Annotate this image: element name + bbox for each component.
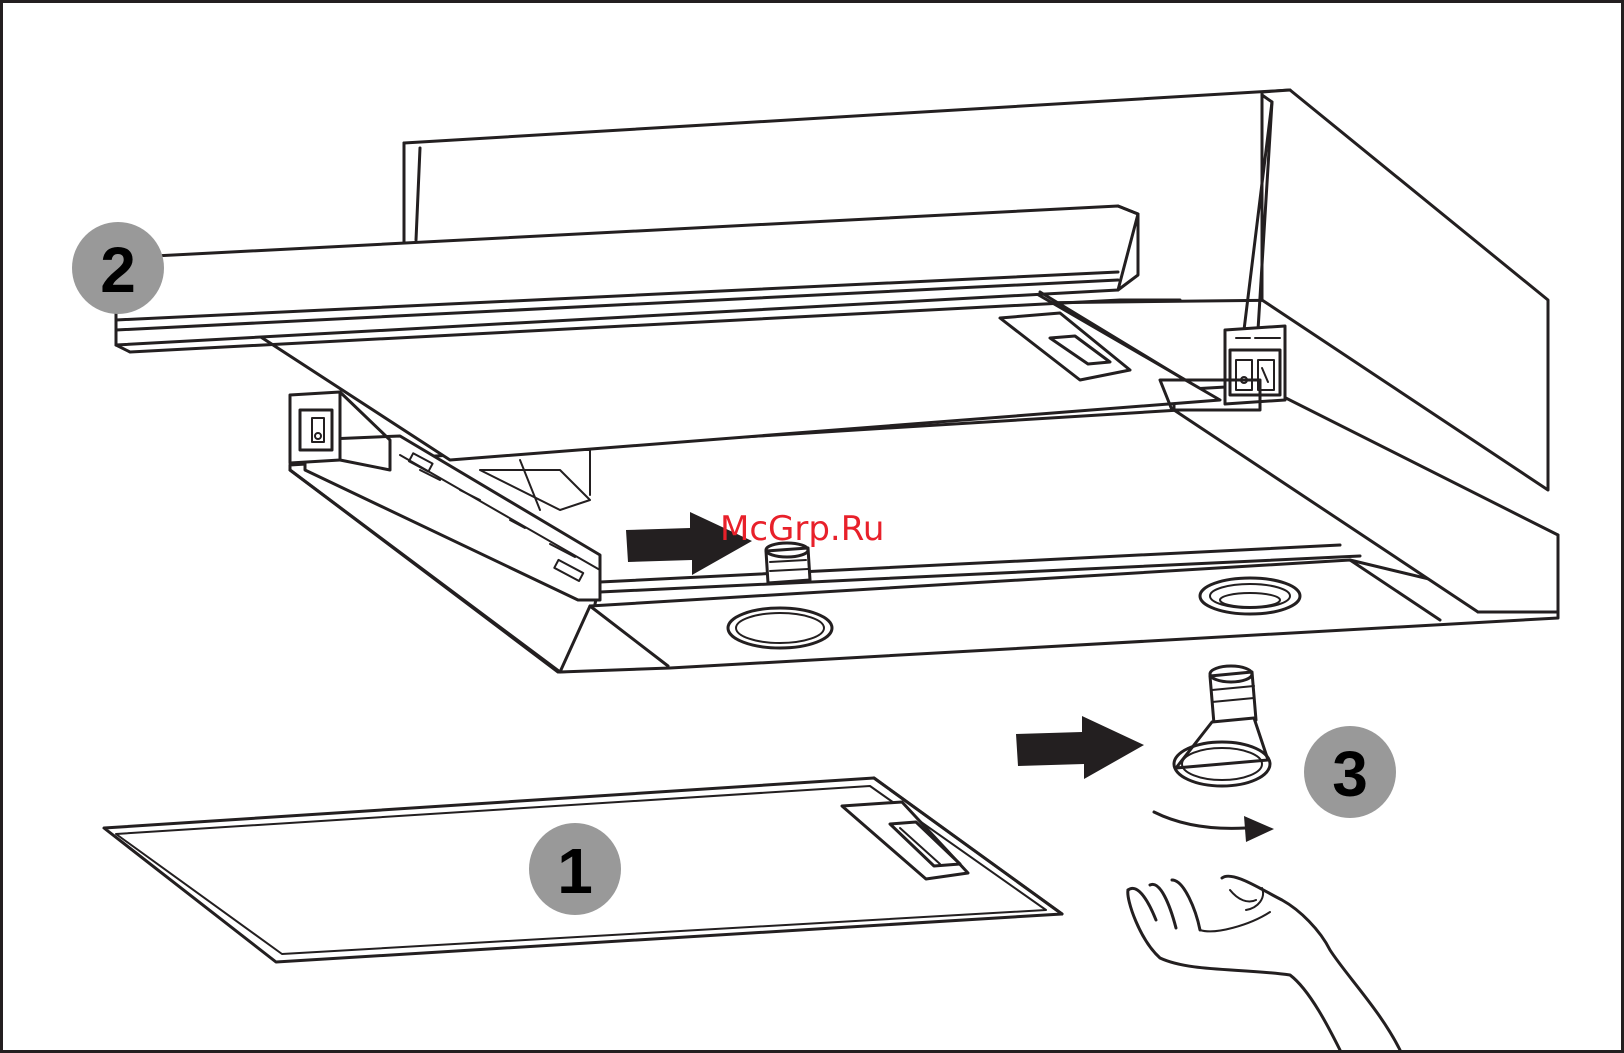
hand-icon [1128, 876, 1400, 1050]
watermark-text: McGrp.Ru [720, 509, 884, 549]
step-number-3: 3 [1332, 738, 1368, 810]
range-hood [116, 90, 1558, 672]
rotate-arrow-icon [1154, 812, 1274, 842]
step-badge-2: 2 [72, 222, 164, 314]
push-arrow-lower [1016, 716, 1144, 779]
step-number-1: 1 [557, 835, 593, 907]
step-badge-3: 3 [1304, 726, 1396, 818]
halogen-bulb [1174, 666, 1270, 786]
step-badge-1: 1 [529, 823, 621, 915]
step-number-2: 2 [100, 234, 136, 306]
control-switch-right [1225, 326, 1285, 404]
